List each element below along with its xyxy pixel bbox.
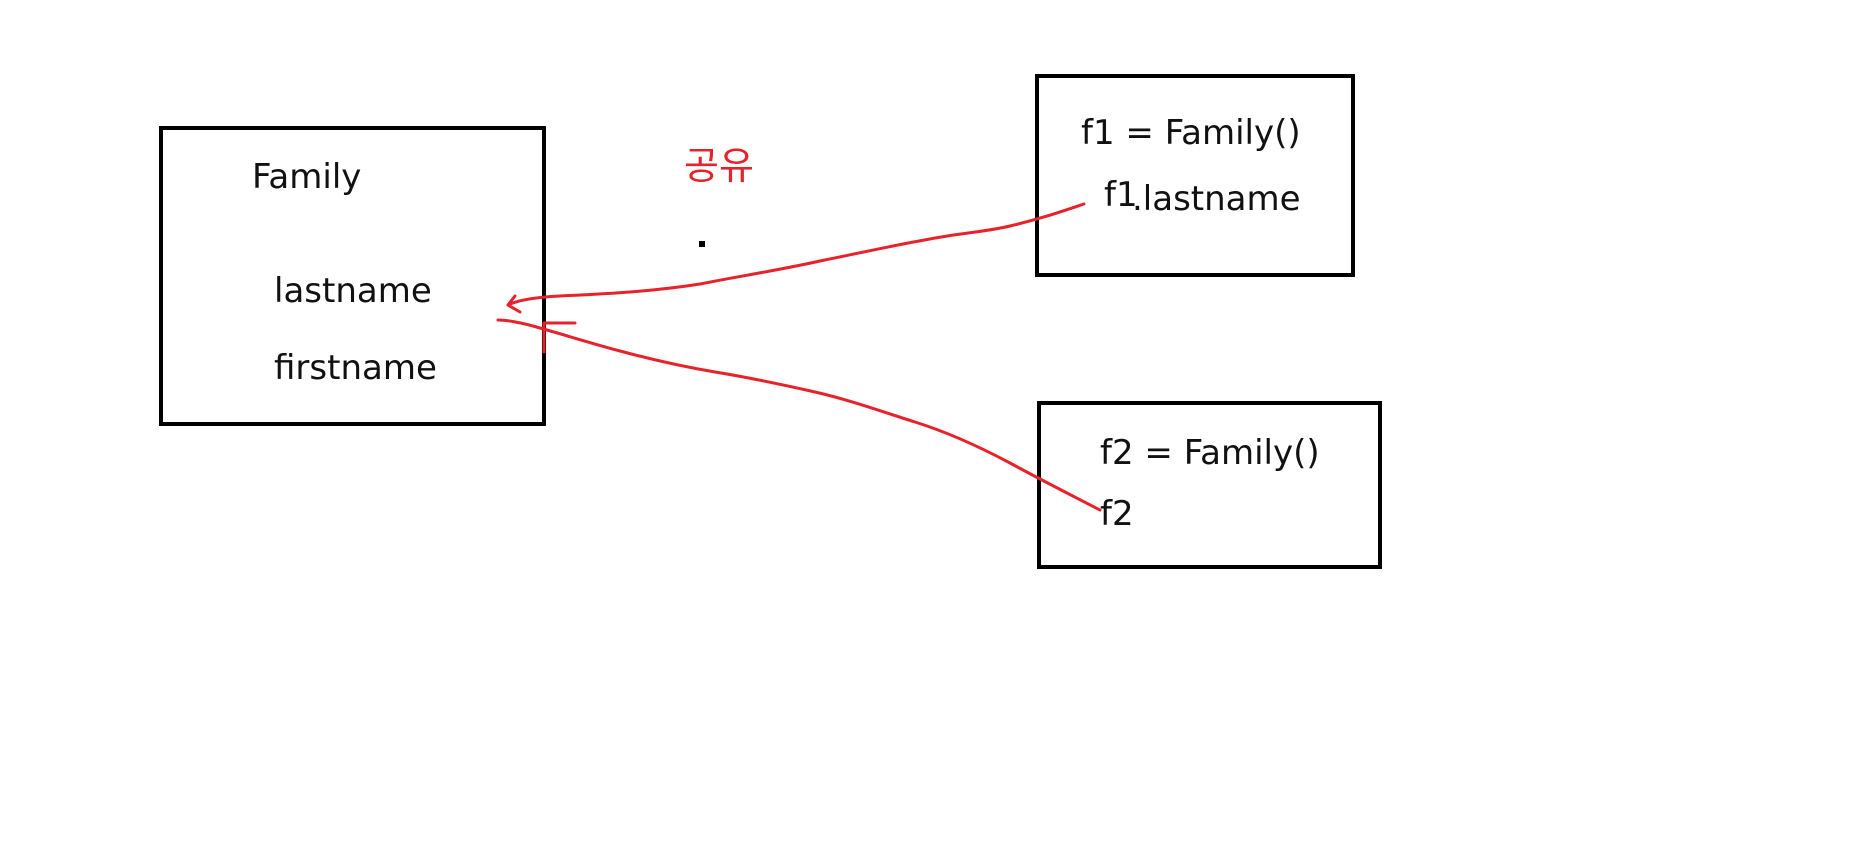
annotation-dot — [699, 241, 705, 247]
instance-f2-assignment: f2 = Family() — [1100, 433, 1320, 473]
instance-f2-reference: f2 — [1100, 494, 1134, 534]
instance-f1-access-suffix: .lastname — [1132, 179, 1301, 219]
arrow-f2-to-lastname — [496, 318, 1102, 512]
attribute-firstname: firstname — [274, 348, 437, 388]
class-title: Family — [252, 157, 362, 197]
instance-f1-box — [1035, 74, 1355, 277]
instance-f1-access-prefix: f1 — [1104, 175, 1138, 215]
instance-f2-box — [1037, 401, 1382, 569]
attribute-lastname: lastname — [274, 271, 432, 311]
family-class-box — [159, 126, 546, 426]
instance-f1-assignment: f1 = Family() — [1081, 113, 1301, 153]
shared-annotation-label: 공유 — [684, 144, 754, 188]
arrow-f1-to-lastname — [506, 202, 1086, 307]
arrow-f2-head — [542, 321, 577, 354]
